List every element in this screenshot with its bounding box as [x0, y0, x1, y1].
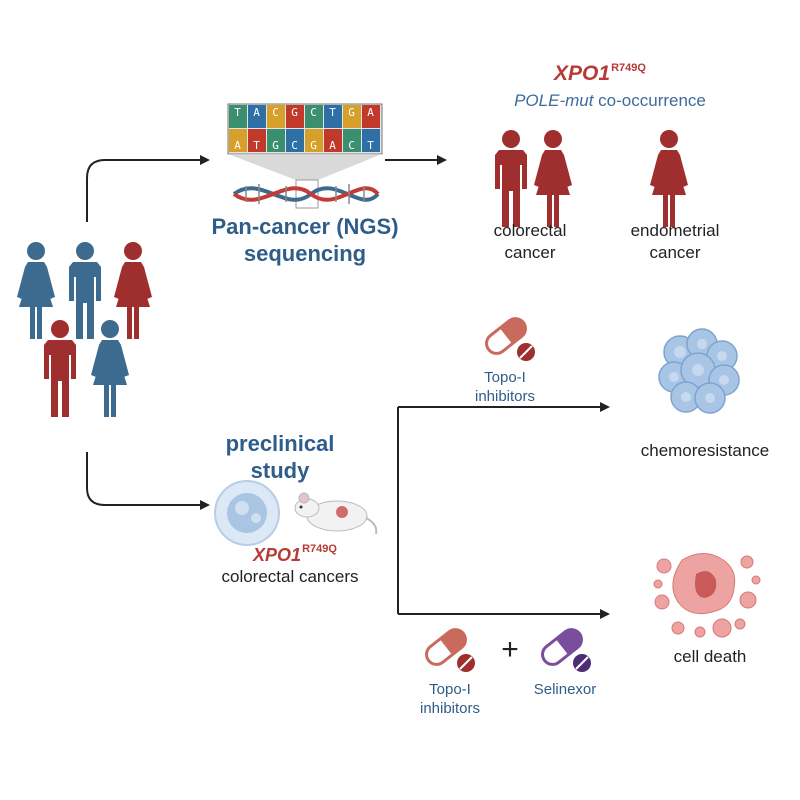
arrow-to-sequencing — [86, 155, 210, 222]
dna-base-bar — [248, 129, 266, 152]
cooccurrence-text: co-occurrence — [593, 91, 706, 110]
dna-base-bar — [305, 105, 323, 128]
organoid-icon — [214, 480, 280, 546]
dna-base-bottom: T — [367, 139, 374, 152]
dna-base-bar — [343, 129, 361, 152]
dna-base-bar — [286, 129, 304, 152]
preclinical-line1: preclinical — [225, 431, 335, 456]
endometrial-line2: cancer — [649, 243, 701, 262]
gene-heading-bottom: XPO1R749Q — [235, 543, 355, 566]
cancer-patients-icon — [495, 130, 688, 227]
gene-name-top: XPO1 — [554, 62, 611, 85]
topo-upper-label: Topo-I inhibitors — [450, 368, 560, 406]
colorectal-line1: colorectal — [493, 221, 567, 240]
dna-base-bottom: G — [272, 139, 279, 152]
dna-base-top: A — [253, 106, 260, 119]
sequencing-title: Pan-cancer (NGS) sequencing — [195, 213, 415, 267]
topo-lower-label: Topo-I inhibitors — [395, 680, 505, 718]
dna-base-bottom: T — [253, 139, 260, 152]
chemoresistance-label: chemoresistance — [640, 441, 770, 460]
pole-mut-label: POLE-mut — [514, 91, 594, 110]
dna-base-bottom: C — [348, 139, 355, 152]
selinexor-label: Selinexor — [533, 681, 597, 698]
colorectal-line2: cancer — [504, 243, 556, 262]
mouse-icon — [294, 492, 378, 535]
dna-base-bar — [267, 129, 285, 152]
dna-base-bottom: A — [329, 139, 336, 152]
dna-base-bar — [343, 105, 361, 128]
dna-base-bar — [248, 105, 266, 128]
cell-death-icon — [653, 553, 761, 638]
topo-lower-line2: inhibitors — [419, 700, 481, 717]
gene-name-bottom: XPO1 — [253, 545, 302, 565]
preclinical-title: preclinical study — [205, 430, 355, 484]
dna-base-top: T — [329, 106, 336, 119]
dna-base-top: G — [291, 106, 298, 119]
dna-base-top: A — [367, 106, 374, 119]
arrow-to-preclinical — [86, 452, 210, 510]
dna-base-top: C — [310, 106, 317, 119]
dna-base-bar — [362, 105, 380, 128]
topo-upper-line1: Topo-I — [484, 369, 526, 386]
endometrial-cancer-label: endometrial cancer — [605, 220, 745, 264]
dna-base-top: G — [348, 106, 355, 119]
dna-base-bar — [267, 105, 285, 128]
dna-base-bar — [305, 129, 323, 152]
cell-death-label: cell death — [673, 647, 747, 666]
dna-base-bottom: G — [310, 139, 317, 152]
sequencing-dna-icon — [227, 103, 383, 209]
dna-base-top: C — [272, 106, 279, 119]
preclinical-line2: study — [250, 458, 310, 483]
pill-selinexor-icon — [541, 628, 591, 672]
gene-mutation-top: R749Q — [611, 62, 646, 74]
pill-topo-lower-icon — [425, 628, 475, 672]
dna-base-bar — [286, 105, 304, 128]
patient-group-icon — [17, 242, 152, 417]
pill-topo-upper-icon — [485, 317, 535, 361]
dna-base-bottom: A — [234, 139, 241, 152]
colorectal-cancers-label: colorectal cancers — [221, 567, 359, 586]
dna-base-bottom: C — [291, 139, 298, 152]
gene-mutation-bottom: R749Q — [302, 543, 337, 555]
endometrial-line1: endometrial — [630, 221, 720, 240]
dna-base-bar — [324, 105, 342, 128]
gene-heading-top: XPO1R749Q — [500, 62, 700, 86]
plus-sign: + — [501, 633, 519, 666]
dna-base-bar — [229, 129, 247, 152]
topo-upper-line2: inhibitors — [474, 388, 536, 405]
colorectal-cancer-label: colorectal cancer — [470, 220, 590, 264]
topo-lower-line1: Topo-I — [429, 681, 471, 698]
sequencing-title-line1: Pan-cancer (NGS) — [211, 214, 399, 239]
cooccurrence-label: POLE-mut co-occurrence — [480, 91, 740, 111]
cell-cluster-icon — [658, 328, 740, 414]
dna-base-bar — [362, 129, 380, 152]
dna-base-bar — [324, 129, 342, 152]
sequencing-title-line2: sequencing — [243, 241, 367, 266]
dna-base-bar — [229, 105, 247, 128]
dna-base-top: T — [234, 106, 241, 119]
